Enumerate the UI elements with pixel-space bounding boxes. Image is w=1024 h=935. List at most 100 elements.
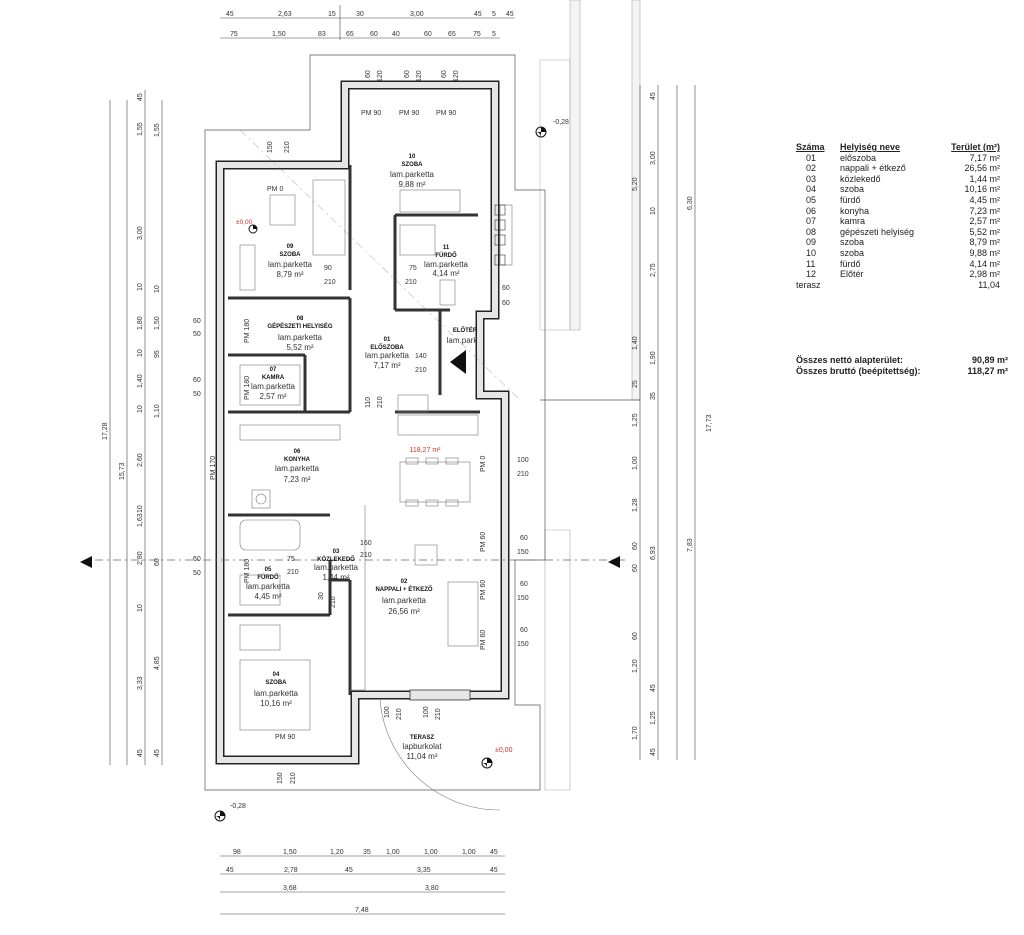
svg-text:5,20: 5,20: [632, 177, 639, 191]
room-name: gépészeti helyiség: [840, 226, 915, 237]
svg-text:1,25: 1,25: [632, 413, 639, 427]
svg-text:lam.park: lam.park: [447, 336, 479, 345]
svg-text:lapburkolat: lapburkolat: [402, 742, 442, 751]
svg-text:1,00: 1,00: [424, 849, 438, 856]
svg-text:1,25: 1,25: [650, 711, 657, 725]
room-05-label: 05 FÜRDŐ lam.parketta 4,45 m²: [246, 567, 291, 601]
svg-text:98: 98: [233, 849, 241, 856]
svg-text:120: 120: [377, 70, 384, 82]
svg-text:100: 100: [423, 706, 430, 718]
opening-marks: 60 120 60 120 60 120 150 210 90 210 75 2…: [193, 70, 529, 784]
svg-text:60: 60: [193, 556, 201, 563]
svg-text:02: 02: [401, 579, 408, 585]
room-area: 2,98 m²: [969, 269, 1000, 280]
room-11-label: 11 FÜRDŐ lam.parketta 4,14 m²: [424, 245, 469, 278]
svg-text:2,78: 2,78: [284, 867, 298, 874]
room-name: közlekedő: [840, 173, 881, 184]
svg-text:210: 210: [290, 772, 297, 784]
room-name: szoba: [840, 184, 865, 195]
svg-text:SZOBA: SZOBA: [266, 680, 288, 686]
svg-text:45: 45: [650, 684, 657, 692]
svg-text:KÖZLEKEDŐ: KÖZLEKEDŐ: [317, 556, 355, 563]
svg-text:10: 10: [137, 283, 144, 291]
svg-text:75: 75: [287, 556, 295, 563]
svg-text:100: 100: [517, 457, 529, 464]
svg-text:1,90: 1,90: [650, 351, 657, 365]
room-name: szoba: [840, 237, 865, 248]
svg-text:26,56 m²: 26,56 m²: [388, 607, 420, 616]
room-area: 9,88 m²: [969, 247, 1000, 258]
svg-text:1,55: 1,55: [154, 123, 161, 137]
svg-text:01: 01: [384, 337, 391, 343]
svg-text:25: 25: [632, 380, 639, 388]
svg-text:210: 210: [517, 471, 529, 478]
gross-total-row: Összes bruttó (beépítettség): 118,27 m²: [796, 366, 1008, 377]
svg-text:lam.parketta: lam.parketta: [268, 260, 313, 269]
room-area: 2,57 m²: [969, 216, 1000, 227]
room-area: 10,16 m²: [964, 184, 1000, 195]
svg-text:210: 210: [360, 552, 372, 559]
svg-text:83: 83: [318, 31, 326, 38]
gross-total-value: 118,27 m²: [967, 365, 1008, 376]
room-08-label: 08 GÉPÉSZETI HELYISÉG lam.parketta 5,52 …: [267, 316, 332, 352]
svg-text:60: 60: [193, 318, 201, 325]
svg-text:210: 210: [435, 708, 442, 720]
bottom-dimensions: 98 1,50 1,20 35 1,00 1,00 1,00 45 45 2,7…: [220, 849, 505, 915]
pm-label: PM 90: [399, 110, 419, 117]
svg-text:60: 60: [632, 632, 639, 640]
svg-text:50: 50: [193, 331, 201, 338]
room-area: 26,56 m²: [964, 163, 1000, 174]
svg-text:1,00: 1,00: [632, 456, 639, 470]
svg-text:5: 5: [492, 11, 496, 18]
room-number: 06: [806, 205, 817, 216]
svg-text:10: 10: [137, 505, 144, 513]
svg-text:05: 05: [265, 567, 272, 573]
header-room-name: Helyiség neve: [840, 142, 901, 152]
svg-text:60: 60: [404, 70, 411, 78]
svg-text:60: 60: [632, 564, 639, 572]
room-number: 05: [806, 194, 817, 205]
svg-text:lam.parketta: lam.parketta: [314, 563, 359, 572]
level-markers: -0,28 -0,28 ±0,00 ±0,00: [214, 119, 569, 822]
svg-text:1,40: 1,40: [137, 374, 144, 388]
svg-text:35: 35: [363, 849, 371, 856]
svg-text:2,60: 2,60: [137, 453, 144, 467]
svg-text:140: 140: [415, 353, 427, 360]
room-area: 4,45 m²: [969, 194, 1000, 205]
svg-text:60: 60: [365, 70, 372, 78]
svg-text:65: 65: [448, 31, 456, 38]
svg-text:210: 210: [330, 596, 337, 608]
svg-text:45: 45: [137, 749, 144, 757]
svg-text:lam.parketta: lam.parketta: [278, 333, 323, 342]
svg-text:150: 150: [517, 641, 529, 648]
room-number: 02: [806, 163, 817, 174]
svg-text:45: 45: [490, 849, 498, 856]
svg-text:75: 75: [409, 265, 417, 272]
svg-text:1,20: 1,20: [330, 849, 344, 856]
level-top-label: -0,28: [553, 119, 569, 126]
svg-text:1,70: 1,70: [632, 726, 639, 740]
svg-text:1,50: 1,50: [154, 316, 161, 330]
svg-text:lam.parketta: lam.parketta: [275, 464, 320, 473]
svg-text:1,80: 1,80: [137, 316, 144, 330]
svg-text:120: 120: [453, 70, 460, 82]
svg-text:1,28: 1,28: [632, 498, 639, 512]
area-totals: Összes nettó alapterület: 90,89 m² Össze…: [796, 355, 1008, 376]
svg-text:SZOBA: SZOBA: [402, 162, 424, 168]
header-area: Terület (m²): [951, 142, 1000, 152]
svg-text:lam.parketta: lam.parketta: [382, 596, 427, 605]
svg-text:7,17 m²: 7,17 m²: [373, 361, 400, 370]
room-name: kamra: [840, 216, 866, 227]
svg-text:210: 210: [415, 367, 427, 374]
svg-text:45: 45: [490, 867, 498, 874]
svg-text:60: 60: [370, 31, 378, 38]
svg-text:60: 60: [193, 377, 201, 384]
room-09-label: 09 SZOBA lam.parketta 8,79 m²: [268, 244, 313, 279]
svg-text:95: 95: [154, 350, 161, 358]
